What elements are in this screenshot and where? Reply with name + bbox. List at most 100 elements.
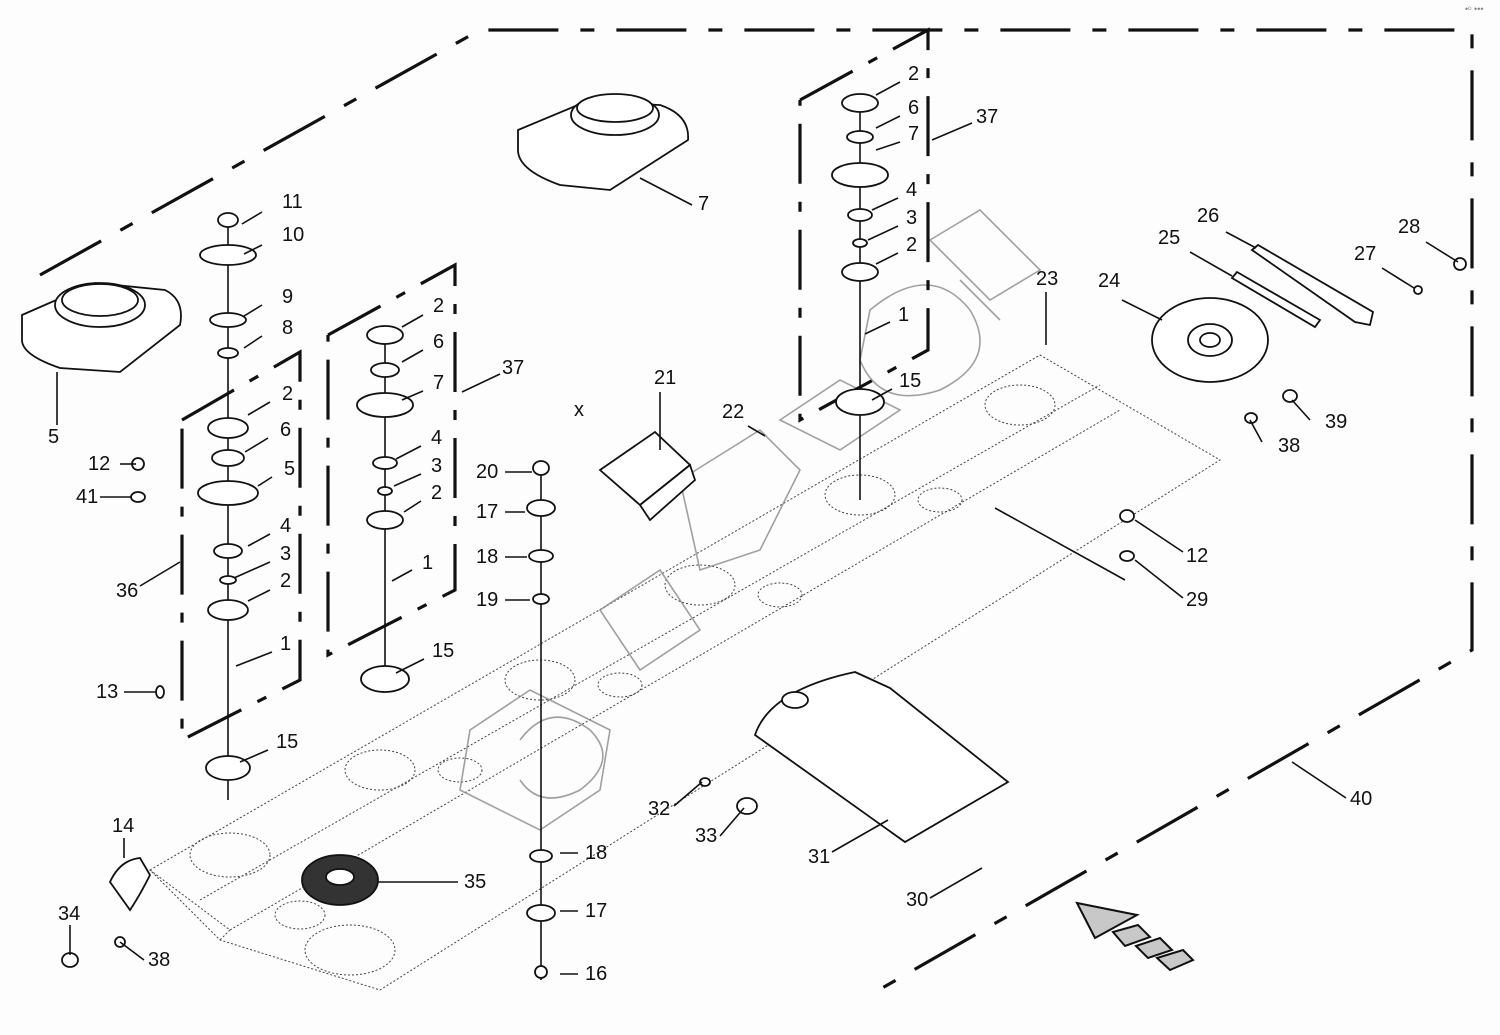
hardware-part: [1119, 550, 1135, 562]
callout-17: 17: [476, 501, 525, 523]
hardware-part: [835, 388, 885, 416]
hardware-part: [534, 965, 548, 979]
callout-19: 19: [476, 589, 530, 611]
leader-line: [1134, 519, 1184, 553]
callout-label: 1: [280, 633, 291, 655]
callout-label: 37: [502, 357, 524, 379]
callout-label: 30: [906, 889, 928, 911]
large-gear-24: [1151, 297, 1269, 383]
hardware-part: [61, 952, 79, 968]
hardware-part: [217, 347, 239, 359]
callout-label: 31: [808, 846, 830, 868]
callout-label: 2: [280, 570, 291, 592]
callout-38: 38: [119, 941, 170, 971]
hardware-part: [372, 456, 398, 470]
leader-line: [875, 81, 901, 96]
callout-11: 11: [241, 191, 303, 225]
leader-line: [235, 651, 273, 667]
leader-line: [1121, 299, 1163, 321]
callout-label: 6: [908, 97, 919, 119]
hardware-part: [211, 449, 245, 467]
callout-label: 34: [58, 903, 80, 925]
callout-5: 5: [48, 372, 59, 448]
leader-line: [243, 304, 263, 317]
callout-26: 26: [1197, 205, 1257, 249]
callout-label: 18: [476, 546, 498, 568]
callout-label: 20: [476, 461, 498, 483]
leader-line: [1291, 399, 1311, 421]
callout-label: 37: [976, 106, 998, 128]
hardware-part: [841, 93, 879, 113]
callout-17: 17: [560, 900, 607, 922]
callout-label: 3: [906, 207, 917, 229]
callout-label: 4: [431, 427, 442, 449]
leader-line: [929, 867, 983, 899]
callout-label: 10: [282, 224, 304, 246]
hardware-part: [219, 575, 237, 585]
hardware-part: [528, 549, 554, 563]
callout-label: 23: [1036, 268, 1058, 290]
leader-line: [831, 819, 889, 853]
callout-28: 28: [1398, 216, 1459, 263]
callout-label: 28: [1398, 216, 1420, 238]
callout-12: 12: [1134, 519, 1208, 567]
leader-line: [1189, 251, 1233, 277]
leader-line: [864, 321, 891, 335]
wear-strips-25-26: [1230, 243, 1375, 329]
flange-housing-left: [21, 282, 182, 373]
callout-label: 18: [585, 842, 607, 864]
hardware-part: [217, 212, 239, 228]
hardware-part: [199, 244, 257, 266]
callout-29: 29: [1134, 559, 1208, 611]
callout-label: 7: [698, 193, 709, 215]
callout-13: 13: [96, 681, 156, 703]
callout-15: 15: [395, 640, 454, 674]
callout-1: 1: [391, 552, 433, 582]
callout-2: 2: [875, 63, 919, 96]
leader-line: [1134, 559, 1184, 599]
callout-15: 15: [239, 731, 298, 763]
hardware-part: [532, 593, 550, 605]
leader-line: [395, 445, 422, 460]
callout-33: 33: [695, 807, 745, 847]
leader-line: [461, 373, 501, 393]
hardware-part: [209, 312, 247, 328]
callout-label: 14: [112, 815, 134, 837]
callout-label: 5: [48, 426, 59, 448]
leader-line: [401, 314, 424, 328]
callout-34: 34: [58, 903, 80, 955]
callout-38: 38: [1249, 419, 1300, 457]
callout-label: 29: [1186, 589, 1208, 611]
leader-line: [871, 388, 893, 401]
subassembly-brackets: [180, 27, 1126, 743]
leader-line: [247, 533, 271, 547]
callout-20: 20: [476, 461, 532, 483]
leader-line: [1291, 761, 1347, 799]
travel-direction-arrow: [1075, 901, 1195, 972]
callout-3: 3: [867, 207, 917, 241]
callout-label: 11: [282, 191, 303, 213]
callout-label: 39: [1325, 411, 1347, 433]
hardware-part: [377, 486, 393, 496]
callout-label: 15: [899, 370, 921, 392]
callout-27: 27: [1354, 243, 1415, 289]
hardware-part: [130, 491, 146, 503]
leader-line: [875, 252, 899, 265]
callout-label: 40: [1350, 788, 1372, 810]
callout-label: 33: [695, 825, 717, 847]
callout-label: 4: [280, 515, 291, 537]
hardware-part: [1119, 509, 1135, 523]
flange-housing-top: [517, 93, 689, 191]
callout-label: 32: [648, 798, 670, 820]
callout-label: 2: [431, 482, 442, 504]
callout-4: 4: [247, 515, 291, 547]
leader-line: [243, 244, 263, 255]
leader-line: [391, 569, 413, 582]
hardware-parts: [61, 93, 1467, 979]
callout-label: 8: [282, 317, 293, 339]
callout-label: 1: [422, 552, 433, 574]
leader-line: [747, 425, 766, 437]
leader-line: [247, 589, 271, 602]
callout-6: 6: [875, 97, 919, 129]
